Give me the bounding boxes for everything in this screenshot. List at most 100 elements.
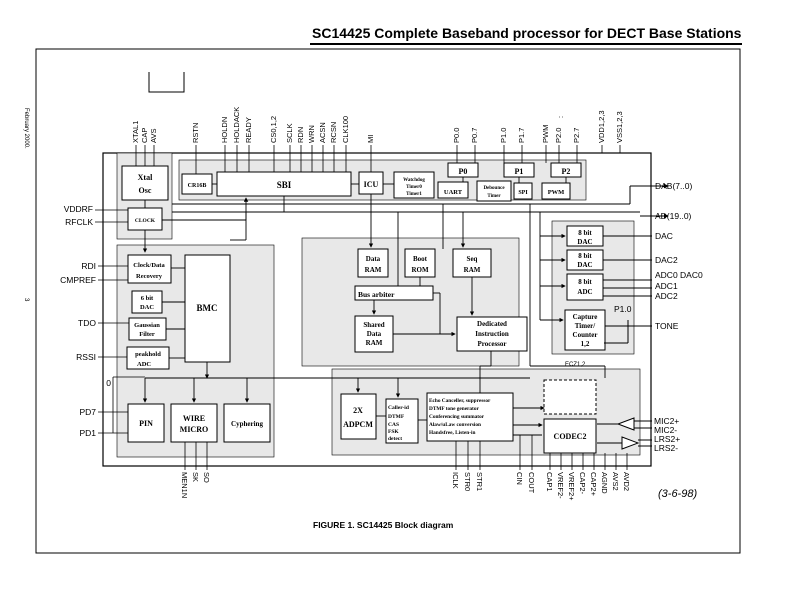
pin-sk: SK bbox=[191, 472, 200, 482]
bus-arbiter-label: Bus arbiter bbox=[358, 290, 395, 299]
adc8-label-2: ADC bbox=[577, 288, 592, 296]
cdr-label-1: Clock/Data bbox=[133, 262, 165, 269]
pin-colon: : bbox=[556, 116, 565, 118]
gaussian-label-1: Gaussian bbox=[134, 322, 160, 329]
dac8-1-label-1: 8 bit bbox=[578, 229, 592, 237]
pin-avd2: AVD2 bbox=[622, 472, 631, 491]
capture-label-3: Counter bbox=[573, 331, 598, 339]
pin-p17: P1.7 bbox=[517, 128, 526, 143]
pin-str1: STR1 bbox=[475, 472, 484, 491]
watchdog-label-3: Timer1 bbox=[406, 192, 422, 197]
echo-label-2: DTMF tone generator bbox=[429, 406, 479, 412]
clock-label: CLOCK bbox=[135, 218, 156, 224]
page-number: 3 bbox=[23, 298, 29, 302]
adc8-block bbox=[566, 273, 604, 301]
spi-label: SPI bbox=[518, 190, 528, 196]
pin-rfclk: RFCLK bbox=[65, 217, 93, 227]
pin-block bbox=[127, 403, 165, 443]
pin-acsn: ACSN bbox=[318, 122, 327, 143]
seq-ram-label-2: RAM bbox=[464, 266, 481, 274]
pin-pd1: PD1 bbox=[79, 428, 96, 438]
data-ram-label-2: RAM bbox=[365, 266, 382, 274]
pin-rstn: RSTN bbox=[191, 123, 200, 143]
wire-micro-block bbox=[170, 403, 218, 443]
peakhold-label-2: ADC bbox=[137, 361, 151, 368]
cdr-block bbox=[127, 254, 172, 284]
pin-men1n: MEN1N bbox=[180, 472, 189, 498]
dac6-label-1: 6 bit bbox=[141, 295, 154, 302]
capture-label-4: 1,2 bbox=[581, 340, 590, 348]
pin-ad: AD(19..0) bbox=[655, 211, 692, 221]
dac8-2-label-1: 8 bit bbox=[578, 252, 592, 260]
pin-pwm: PWM bbox=[541, 125, 550, 143]
pin-str0: STR0 bbox=[463, 472, 472, 491]
p0-label: P0 bbox=[459, 167, 468, 176]
pin-zero: 0 bbox=[106, 378, 111, 388]
icu-label: ICU bbox=[364, 180, 379, 189]
chip-boundary bbox=[102, 152, 652, 467]
pin-label: PIN bbox=[139, 419, 153, 428]
caller-id-block bbox=[385, 398, 419, 444]
watchdog-label-2: Timer0 bbox=[406, 185, 422, 190]
left-pin-lines bbox=[95, 209, 145, 434]
pin-adc0-dac0: ADC0 DAC0 bbox=[655, 270, 703, 280]
echo-label-5: Handsfree, Listen-in bbox=[429, 430, 475, 436]
bmc-label: BMC bbox=[197, 303, 218, 313]
pwm-block bbox=[541, 182, 571, 200]
peakhold-label-1: peakhold bbox=[135, 351, 161, 358]
debounce-block bbox=[476, 180, 512, 202]
xtal-osc-label-2: Osc bbox=[139, 186, 152, 195]
pin-iclk: ICLK bbox=[451, 472, 460, 489]
pin-lrs2m: LRS2- bbox=[654, 443, 678, 453]
pin-rdi: RDI bbox=[81, 261, 96, 271]
codec2-block bbox=[543, 418, 597, 454]
pin-dab: DAB(7..0) bbox=[655, 181, 692, 191]
connections bbox=[142, 177, 652, 436]
wire-micro-label-2: MICRO bbox=[180, 425, 208, 434]
top-pin-labels: AVS CAP XTAL1 RSTN READY HOLDACK HOLDN C… bbox=[131, 107, 624, 143]
pin-xtal1: XTAL1 bbox=[131, 121, 140, 143]
adpcm-block bbox=[340, 393, 377, 440]
pin-cout: COUT bbox=[527, 472, 536, 494]
capture-label-2: Timer/ bbox=[575, 322, 597, 330]
p1-label: P1 bbox=[515, 167, 524, 176]
capture-label-1: Capture bbox=[573, 313, 598, 321]
pin-rssi: RSSI bbox=[76, 352, 96, 362]
pin-ready: READY bbox=[244, 117, 253, 143]
dac8-2-label-2: DAC bbox=[577, 261, 592, 269]
wire-micro-label-1: WIRE bbox=[183, 414, 205, 423]
pwm-label: PWM bbox=[548, 189, 565, 196]
data-ram-label-1: Data bbox=[366, 255, 381, 263]
page-title: SC14425 Complete Baseband processor for … bbox=[312, 25, 742, 41]
pin-cap1: CAP1 bbox=[545, 472, 554, 492]
pin-mi: MI bbox=[366, 135, 375, 143]
pin-holdn: HOLDN bbox=[220, 117, 229, 143]
uart-block bbox=[437, 181, 469, 199]
caller-id-label-2: DTMF bbox=[388, 414, 405, 420]
date-stamp: (3-6-98) bbox=[658, 488, 697, 500]
debounce-label-1: Debounce bbox=[483, 186, 505, 191]
shared-ram-label-3: RAM bbox=[366, 339, 383, 347]
dashed-block bbox=[543, 379, 597, 415]
pin-avs2: AVS2 bbox=[611, 472, 620, 491]
dip-block bbox=[456, 316, 528, 352]
pin-holdack: HOLDACK bbox=[232, 107, 241, 143]
pin-pd7: PD7 bbox=[79, 407, 96, 417]
boot-rom-label-1: Boot bbox=[413, 255, 428, 263]
seq-ram-block bbox=[452, 248, 492, 278]
pin-vref2m: VREF2- bbox=[556, 472, 565, 499]
bottom-pin-lines bbox=[184, 435, 628, 470]
caller-id-label-3: CAS bbox=[388, 422, 399, 428]
dip-label-1: Dedicated bbox=[477, 320, 507, 328]
pin-p20: P2.0 bbox=[554, 128, 563, 143]
pin-p07: P0.7 bbox=[470, 128, 479, 143]
echo-block bbox=[426, 392, 514, 442]
cr16b-label: CR16B bbox=[188, 183, 207, 189]
dip-label-2: Instruction bbox=[475, 330, 509, 338]
figure-frame bbox=[35, 48, 741, 554]
shared-ram-block bbox=[354, 315, 394, 353]
pin-rcsn: RCSN bbox=[329, 122, 338, 143]
pin-sclk: SCLK bbox=[285, 123, 294, 143]
pin-vddrf: VDDRF bbox=[64, 204, 93, 214]
capture-block bbox=[564, 309, 606, 351]
